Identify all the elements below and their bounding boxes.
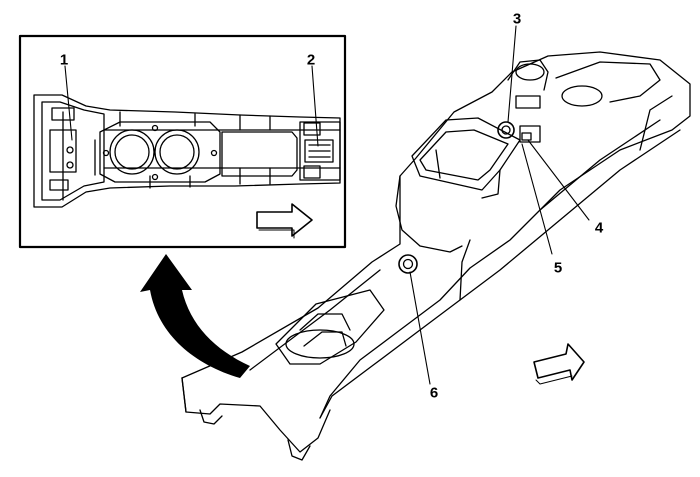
inset-cupholder-left xyxy=(109,129,155,175)
forward-direction-arrow xyxy=(533,343,585,381)
callout-1: 1 xyxy=(59,51,69,69)
leader-1 xyxy=(64,65,73,141)
callout-3: 3 xyxy=(512,10,522,28)
leader-lines xyxy=(64,25,590,385)
shifter-area xyxy=(507,59,549,91)
front-storage-bin xyxy=(411,117,521,191)
callout-2: 2 xyxy=(306,51,316,69)
console-main xyxy=(181,51,691,461)
inset-view xyxy=(18,34,347,249)
front-cupholder xyxy=(285,329,355,359)
inset-direction-arrow xyxy=(256,203,313,237)
leader-6 xyxy=(409,271,431,385)
rear-cupholder xyxy=(561,85,603,107)
accessory-outlet-rear xyxy=(398,254,418,274)
removal-arrow xyxy=(140,254,250,378)
console-leg-right xyxy=(287,439,311,461)
front-cupholder-tray xyxy=(275,289,385,365)
console-outline xyxy=(181,51,691,419)
inset-storage-box xyxy=(221,131,298,177)
leader-4 xyxy=(527,139,590,221)
callout-5: 5 xyxy=(553,259,563,277)
callout-4: 4 xyxy=(594,219,604,237)
accessory-outlet-front xyxy=(497,121,515,139)
callout-6: 6 xyxy=(429,384,439,402)
inset-frame xyxy=(18,34,347,249)
leader-2 xyxy=(311,65,319,147)
inset-console-outline xyxy=(33,94,341,208)
console-leg-left xyxy=(199,409,223,425)
leader-3 xyxy=(507,25,517,123)
inset-connector xyxy=(304,139,334,163)
inset-cupholder-right xyxy=(154,129,200,175)
leader-5 xyxy=(521,143,553,255)
inset-cupholder-frame xyxy=(99,121,221,183)
